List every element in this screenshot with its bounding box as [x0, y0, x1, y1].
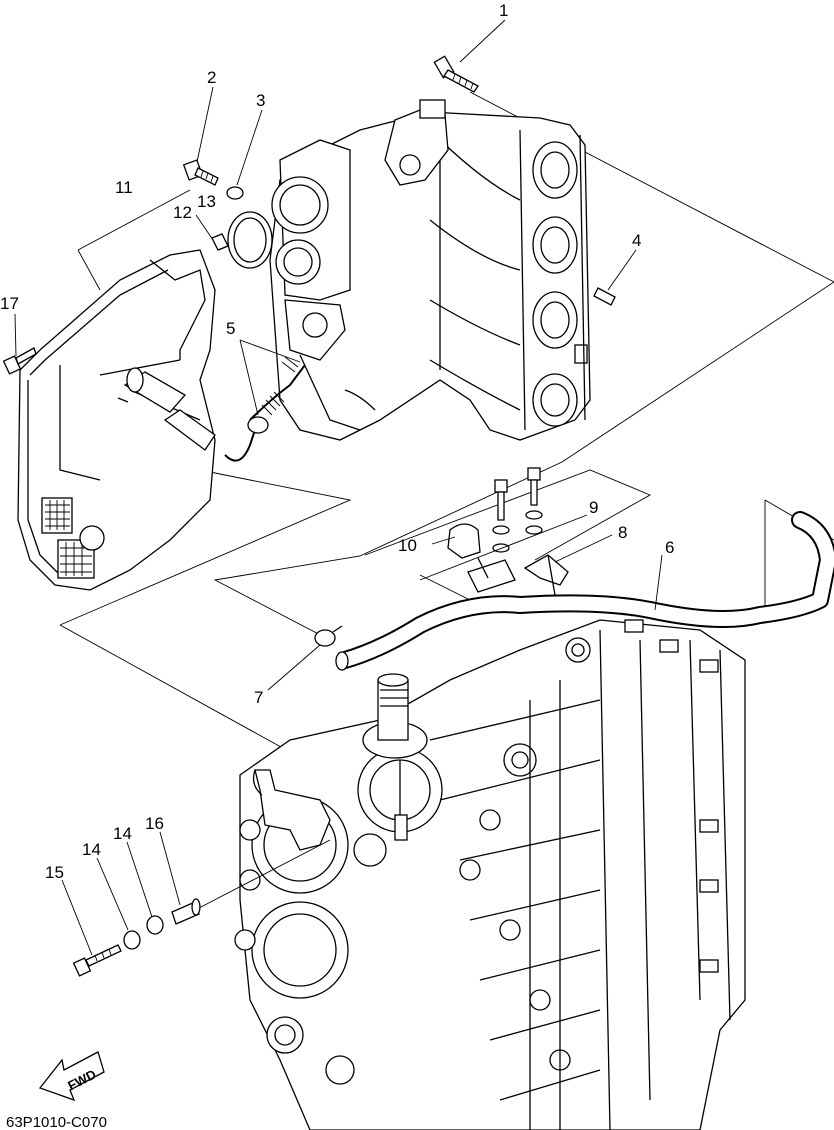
callout-10: 10: [398, 536, 417, 555]
callout-3: 3: [256, 91, 265, 110]
bolt-15: [72, 944, 122, 977]
leader-lines: [14, 19, 663, 956]
bracket-9: [467, 557, 516, 593]
grommet-14b: [146, 915, 164, 935]
intake-manifold: [269, 99, 591, 441]
callout-1: 1: [499, 1, 508, 20]
callout-14b: 14: [113, 824, 132, 843]
bolt-2: [182, 159, 219, 186]
clamp-7: [314, 625, 343, 647]
callout-12: 12: [173, 203, 192, 222]
engine-block: [234, 619, 746, 1130]
callout-6: 6: [665, 538, 674, 557]
dowel-pin-4: [593, 287, 616, 306]
assembly-guide-lines: [59, 91, 834, 753]
grommet-14a: [123, 930, 141, 950]
collar-12: [211, 233, 229, 251]
gasket-13: [227, 211, 273, 269]
hose-clip-5: [247, 356, 306, 434]
callout-5: 5: [226, 319, 235, 338]
drawing-code: 63P1010-C070: [6, 1114, 107, 1130]
screw-17: [2, 347, 37, 375]
callout-4: 4: [632, 231, 641, 250]
callout-11: 11: [115, 178, 133, 197]
intake-silencer: [17, 249, 256, 591]
hose-6: [335, 511, 834, 671]
callout-2: 2: [207, 68, 216, 87]
callout-16: 16: [145, 814, 164, 833]
callout-17: 17: [0, 294, 19, 313]
clip-8: [523, 554, 569, 596]
o-ring-3: [226, 186, 244, 200]
callout-9: 9: [589, 498, 598, 517]
fwd-arrow: FWD: [38, 1051, 105, 1102]
callout-15: 15: [45, 863, 64, 882]
bolt-1: [433, 55, 479, 93]
holder-10: [447, 523, 481, 559]
bracket-bolts: [492, 467, 543, 553]
callout-8: 8: [618, 523, 627, 542]
callout-7: 7: [254, 688, 263, 707]
callout-13: 13: [197, 192, 216, 211]
collar-16: [171, 898, 201, 925]
callout-14a: 14: [82, 840, 101, 859]
callout-labels: 1 2 3 4 5 6 7 8 9 10 11 12 13 14 14 15 1…: [0, 1, 674, 882]
